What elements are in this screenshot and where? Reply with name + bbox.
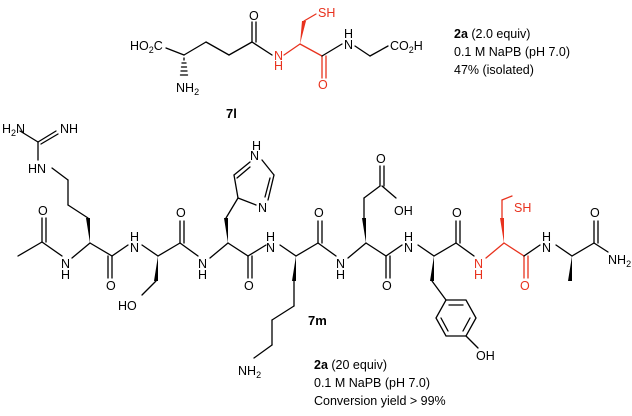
reagent-amount: (20 equiv) (331, 358, 387, 372)
atom-label-nh: H (344, 27, 353, 41)
structure-7m: O N H HN H2N NH O H N HO O N (2, 122, 631, 380)
atom-label-nh: H (252, 139, 261, 153)
reagent-line: 2a (2.0 equiv) (454, 25, 570, 43)
atom-label-o: O (590, 206, 600, 220)
atom-label-n: N (336, 257, 345, 271)
atom-label-oh: OH (394, 204, 413, 218)
atom-label-co2h: CO2H (390, 39, 423, 55)
atom-label-n: N (274, 49, 283, 63)
atom-label-nh: H (130, 230, 139, 244)
buffer-line: 0.1 M NaPB (pH 7.0) (314, 376, 431, 390)
atom-label-oh: OH (476, 349, 495, 363)
atom-label-hn: HN (28, 162, 46, 176)
atom-label-o: O (318, 78, 328, 92)
atom-label-nh: H (266, 230, 275, 244)
reagent-label: 2a (454, 27, 468, 41)
atom-label-hooc: HO2C (130, 39, 163, 55)
reagent-line: 2a (20 equiv) (314, 356, 446, 374)
buffer-line: 0.1 M NaPB (pH 7.0) (454, 45, 571, 59)
atom-label-o: O (376, 152, 386, 166)
yield-line: Conversion yield > 99% (314, 394, 446, 408)
reagent-amount: (2.0 equiv) (471, 27, 531, 41)
atom-label-nh: NH (60, 122, 78, 136)
atom-label-o: O (382, 279, 392, 293)
atom-label-n: N (474, 257, 483, 271)
structure-7l: HO2C NH2 O H N SH O N H (130, 6, 423, 121)
atom-label-nh2: NH2 (608, 253, 631, 269)
atom-label-o: O (106, 279, 116, 293)
atom-label-n: N (258, 201, 267, 215)
compound-label-7l: 7l (226, 106, 237, 121)
atom-label-sh: SH (318, 6, 335, 20)
atom-label-nh: H (404, 230, 413, 244)
atom-label-n: N (198, 257, 207, 271)
atom-label-o: O (249, 9, 259, 23)
atom-label-nh: H (474, 268, 483, 282)
atom-label-o: O (38, 204, 48, 218)
conditions-7m: 2a (20 equiv) 0.1 M NaPB (pH 7.0) Conver… (314, 356, 446, 410)
atom-label-o: O (176, 206, 186, 220)
atom-label-o: O (452, 206, 462, 220)
atom-label-n: N (404, 241, 413, 255)
yield-line: 47% (isolated) (454, 63, 534, 77)
atom-label-nh2: NH2 (238, 364, 261, 380)
conditions-7l: 2a (2.0 equiv) 0.1 M NaPB (pH 7.0) 47% (… (454, 25, 570, 79)
atom-label-ho: HO (118, 299, 137, 313)
compound-label-7m: 7m (308, 313, 327, 328)
atom-label-n: N (542, 241, 551, 255)
atom-label-o: O (520, 279, 530, 293)
atom-label-o: O (314, 206, 324, 220)
atom-label-sh: SH (514, 201, 531, 215)
atom-label-n: N (250, 149, 259, 163)
atom-label-n: N (61, 257, 70, 271)
atom-label-nh: H (198, 268, 207, 282)
atom-label-nh: H (274, 59, 283, 73)
reagent-label: 2a (314, 358, 328, 372)
atom-label-nh2: NH2 (176, 81, 199, 97)
atom-label-h2n: H2N (2, 122, 25, 138)
atom-label-n: N (266, 241, 275, 255)
atom-label-n: N (130, 241, 139, 255)
atom-label-n: N (344, 38, 353, 52)
atom-label-nh: H (336, 268, 345, 282)
atom-label-o: O (244, 279, 254, 293)
atom-label-nh: H (61, 268, 70, 282)
atom-label-nh: H (542, 230, 551, 244)
